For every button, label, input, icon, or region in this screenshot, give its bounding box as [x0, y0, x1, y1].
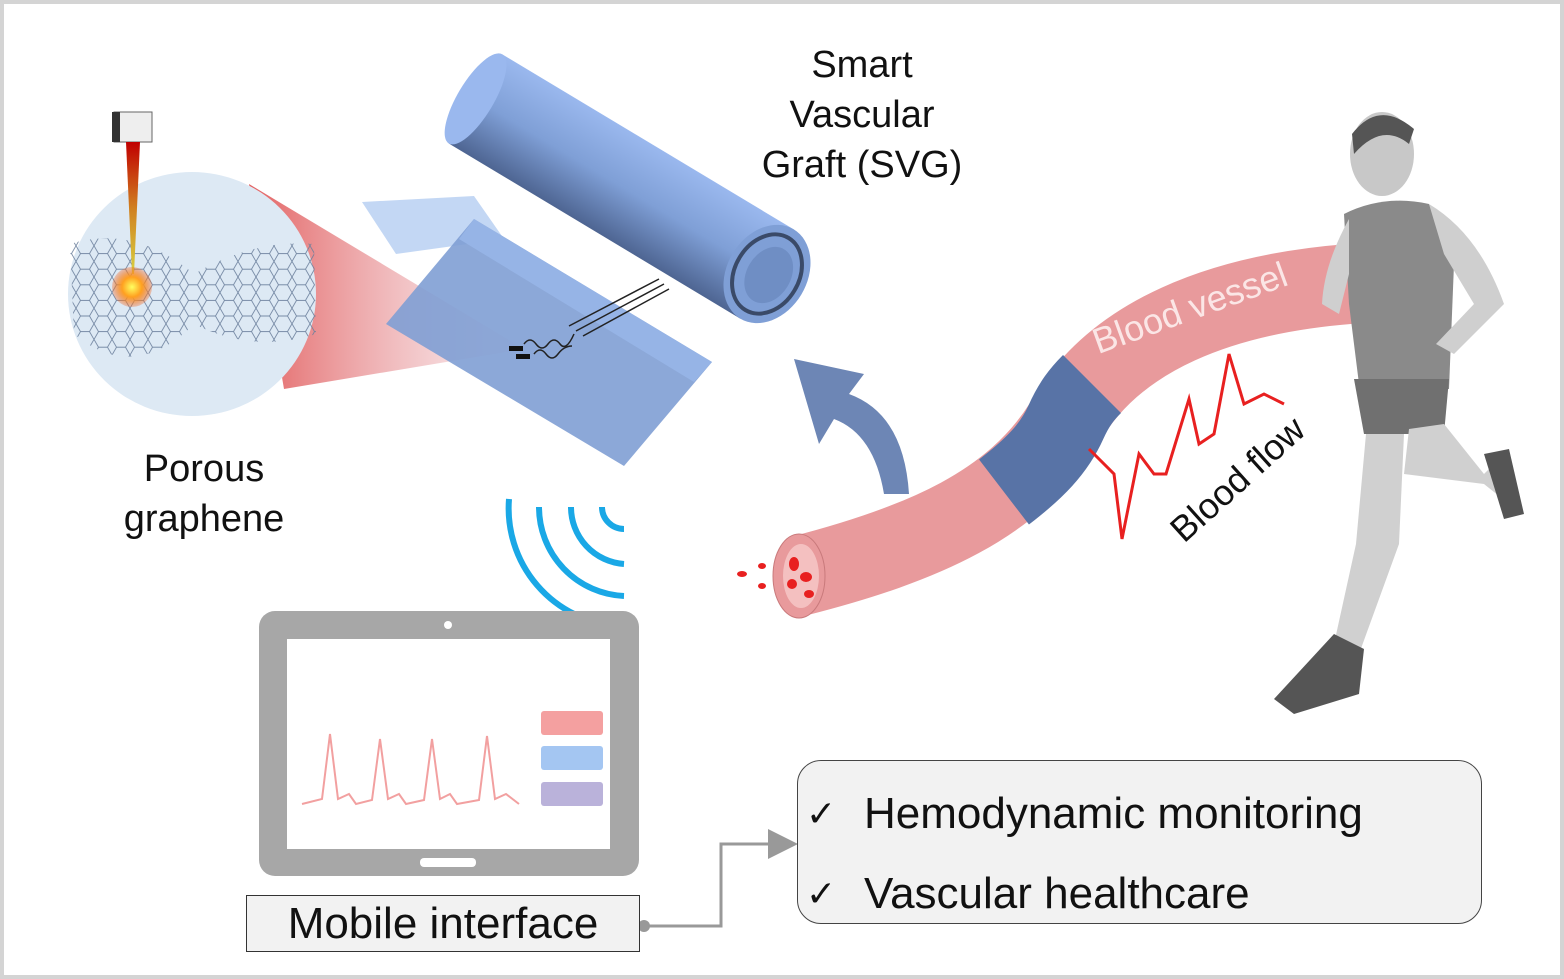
feature-item: ✓ Hemodynamic monitoring — [806, 789, 1363, 839]
legend-bar-red — [541, 711, 603, 735]
title-line: Vascular — [789, 94, 935, 136]
title-line: Smart — [811, 44, 913, 86]
title-line: Graft (SVG) — [761, 144, 963, 186]
label-line: graphene — [123, 498, 285, 540]
curved-arrow-icon — [794, 359, 909, 494]
blood-vessel-illustration — [737, 244, 1353, 619]
porous-graphene-label: Porous graphene — [94, 444, 314, 544]
home-button — [420, 858, 476, 867]
feature-item: ✓ Vascular healthcare — [806, 869, 1250, 919]
vascular-graft-roll — [444, 53, 811, 324]
check-icon: ✓ — [806, 793, 837, 834]
legend-bar-blue — [541, 746, 603, 770]
tablet-device — [259, 611, 639, 876]
label-line: Porous — [143, 448, 265, 490]
graphene-sheet — [362, 196, 712, 466]
feature-label: Vascular healthcare — [864, 869, 1250, 918]
smart-vascular-graft-title: Smart Vascular Graft (SVG) — [732, 40, 992, 190]
connector-arrow — [638, 829, 798, 932]
mobile-interface-label: Mobile interface — [246, 895, 640, 952]
features-box: ✓ Hemodynamic monitoring ✓ Vascular heal… — [797, 760, 1482, 924]
feature-label: Hemodynamic monitoring — [864, 789, 1363, 838]
tablet-signal-trace — [301, 733, 520, 806]
check-icon: ✓ — [806, 873, 837, 914]
diagram-artwork — [68, 53, 1524, 932]
legend-bar-purple — [541, 782, 603, 806]
wireless-signal-icon — [505, 498, 625, 629]
camera-icon — [444, 621, 452, 629]
laser-icon — [112, 111, 153, 307]
runner-figure — [1274, 112, 1524, 714]
blood-flow-signal — [1087, 353, 1285, 540]
porous-graphene-illustration — [68, 172, 316, 416]
